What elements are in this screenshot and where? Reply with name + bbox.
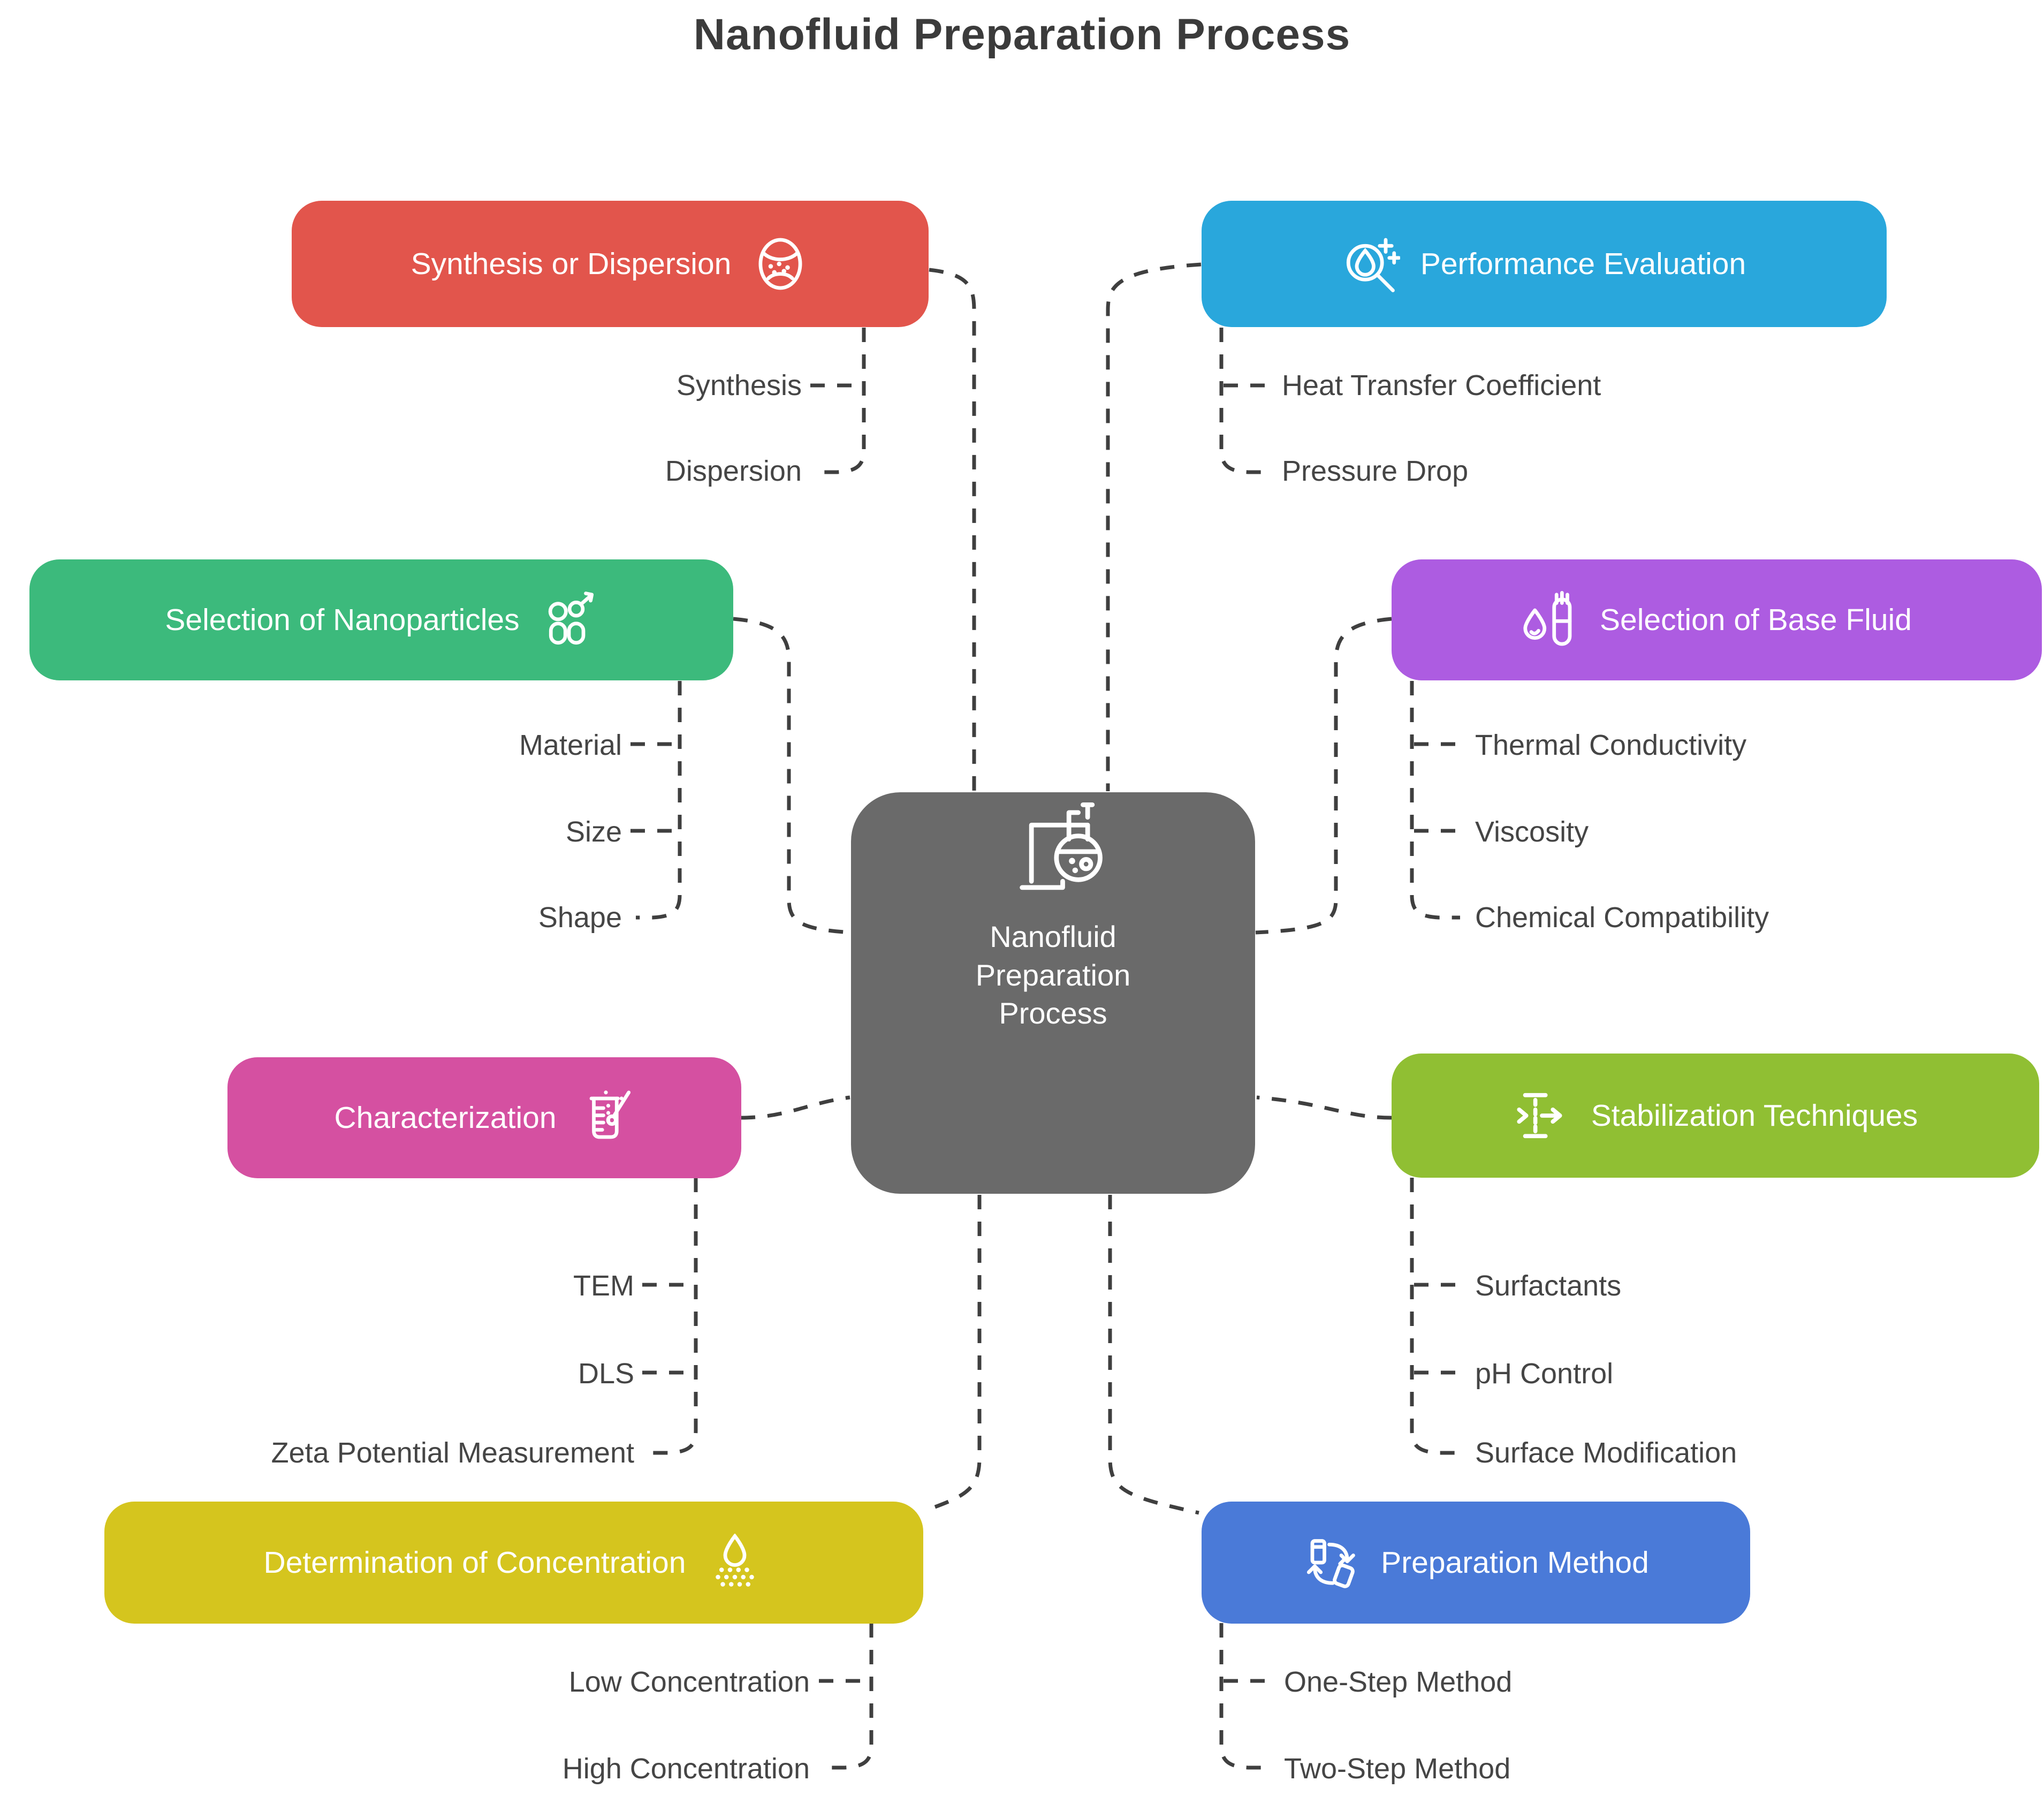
flask-stand-icon: [1019, 802, 1103, 890]
branch-stabilization-techniques: Stabilization Techniques: [1392, 1054, 2039, 1178]
branch-synthesis-or-dispersion: Synthesis or Dispersion: [292, 201, 929, 327]
child-material: Material: [519, 729, 622, 761]
branch-determination-of-concentration: Determination of Concentration: [104, 1502, 923, 1624]
branch-label: Preparation Method: [1381, 1545, 1649, 1580]
branch-characterization: Characterization: [227, 1057, 741, 1178]
child-synthesis: Synthesis: [676, 369, 802, 401]
nanoparticle-cluster-icon: [548, 592, 594, 645]
child-two-step-method: Two-Step Method: [1284, 1753, 1511, 1785]
child-one-step-method: One-Step Method: [1284, 1666, 1513, 1698]
child-zeta-potential-measurement: Zeta Potential Measurement: [271, 1437, 634, 1469]
branch-selection-of-nanoparticles: Selection of Nanoparticles: [29, 559, 733, 680]
branch-label: Stabilization Techniques: [1591, 1098, 1918, 1133]
branch-label: Selection of Base Fluid: [1600, 603, 1912, 637]
page-title: Nanofluid Preparation Process: [693, 10, 1351, 59]
child-size: Size: [565, 816, 622, 848]
child-low-concentration: Low Concentration: [568, 1666, 810, 1698]
child-pressure-drop: Pressure Drop: [1282, 455, 1469, 487]
child-shape: Shape: [538, 901, 622, 934]
droplet-magnifier-icon: [1346, 238, 1400, 292]
branch-performance-evaluation: Performance Evaluation: [1202, 201, 1887, 327]
child-tem: TEM: [573, 1270, 634, 1302]
center-label: Nanofluid Preparation Process: [975, 920, 1131, 1030]
child-ph-control: pH Control: [1475, 1358, 1614, 1390]
branch-preparation-method: Preparation Method: [1202, 1502, 1750, 1624]
droplet-testtube-icon: [1523, 591, 1572, 646]
child-viscosity: Viscosity: [1475, 816, 1589, 848]
dispersion-icon: [758, 238, 802, 290]
child-surfactants: Surfactants: [1475, 1270, 1622, 1302]
child-dls: DLS: [578, 1358, 634, 1390]
center-node: Nanofluid Preparation Process: [851, 792, 1255, 1194]
beaker-rod-icon: [589, 1090, 630, 1139]
branch-label: Synthesis or Dispersion: [411, 247, 732, 281]
child-heat-transfer-coefficient: Heat Transfer Coefficient: [1282, 369, 1601, 401]
child-surface-modification: Surface Modification: [1475, 1437, 1737, 1469]
branch-selection-of-base-fluid: Selection of Base Fluid: [1392, 559, 2042, 680]
branch-label: Performance Evaluation: [1420, 247, 1746, 281]
branch-label: Determination of Concentration: [263, 1545, 686, 1580]
branch-label: Characterization: [334, 1101, 557, 1135]
filter-arrow-icon: [1517, 1093, 1562, 1139]
child-high-concentration: High Concentration: [562, 1753, 810, 1785]
droplet-scatter-icon: [716, 1534, 755, 1587]
child-thermal-conductivity: Thermal Conductivity: [1475, 729, 1747, 761]
cycle-arrows-icon: [1307, 1539, 1356, 1588]
branch-label: Selection of Nanoparticles: [165, 603, 520, 637]
child-chemical-compatibility: Chemical Compatibility: [1475, 901, 1769, 934]
child-dispersion: Dispersion: [665, 455, 802, 487]
